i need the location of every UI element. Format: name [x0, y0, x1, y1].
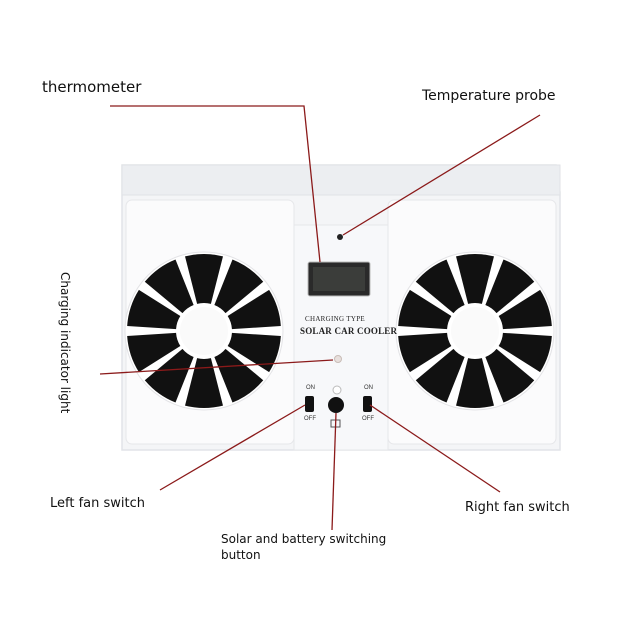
fan-blade [185, 358, 223, 408]
fan-hub [180, 307, 228, 355]
fan-blade [456, 358, 494, 408]
fan-blade [144, 259, 194, 314]
left-fan-switch[interactable] [305, 396, 314, 412]
fan-blade [227, 289, 281, 330]
thermometer-label: thermometer [42, 78, 142, 96]
right-fan-switch[interactable] [363, 396, 372, 412]
charging-indicator-label: Charging indicator light [58, 272, 72, 414]
right-fan [395, 251, 555, 411]
fan-blade [185, 254, 223, 304]
fan-blade [415, 259, 465, 314]
device-type-text: CHARGING TYPE [305, 315, 365, 323]
fan-blade [127, 332, 181, 373]
left-switch-on-label: ON [306, 385, 315, 391]
fan-blade [214, 259, 264, 314]
fan-blade [498, 289, 552, 330]
fan-blade [398, 289, 452, 330]
thermometer-lcd [307, 261, 371, 297]
status-led [332, 385, 342, 395]
fan-hub [451, 307, 499, 355]
fan-blade [456, 254, 494, 304]
leader-probe [342, 114, 541, 236]
right-switch-off-label: OFF [362, 416, 374, 422]
leader-right-switch [369, 404, 501, 493]
left-fan [124, 251, 284, 411]
fan-blade [227, 332, 281, 373]
fan-blade [485, 259, 535, 314]
charging-indicator-light [334, 355, 342, 363]
right-switch-on-label: ON [364, 385, 373, 391]
fan-blade [415, 348, 465, 403]
leader-switch-button [331, 412, 337, 531]
fan-blade [144, 348, 194, 403]
fan-blade [214, 348, 264, 403]
fan-blade [127, 289, 181, 330]
switching-button-label: Solar and battery switching button [221, 532, 387, 562]
leader-thermometer [110, 105, 321, 263]
temperature-probe-hole [337, 234, 343, 240]
leader-charging [99, 359, 334, 375]
left-switch-off-label: OFF [304, 416, 316, 422]
fan-blade [485, 348, 535, 403]
fan-blade [498, 332, 552, 373]
leader-lines [99, 105, 541, 531]
solar-battery-switching-button[interactable] [328, 397, 344, 413]
left-fan-switch-label: Left fan switch [50, 496, 146, 511]
right-fan-switch-label: Right fan switch [465, 500, 570, 515]
leader-left-switch [159, 404, 306, 491]
device-name-text: SOLAR CAR COOLER [300, 326, 398, 336]
temperature-probe-label: Temperature probe [422, 88, 556, 104]
fan-blade [398, 332, 452, 373]
